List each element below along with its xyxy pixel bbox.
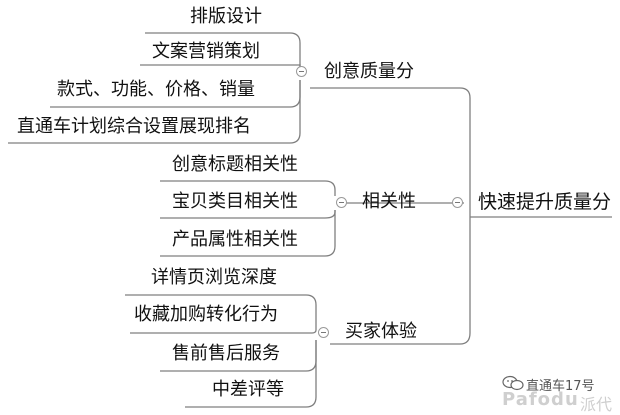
collapse-branch-1-icon[interactable] [296,66,307,77]
b1-line-1 [145,32,301,72]
leaf-favorite-conversion[interactable]: 收藏加购转化行为 [134,304,278,325]
branch-label-quality-score[interactable]: 创意质量分 [324,61,414,82]
b3-line-4 [185,340,317,408]
b1-line-2 [140,64,301,72]
collapse-root-icon[interactable] [452,197,463,208]
leaf-layout-design[interactable]: 排版设计 [190,6,262,27]
branch-label-relevance[interactable]: 相关性 [362,191,416,212]
leaf-plan-settings[interactable]: 直通车计划综合设置展现排名 [17,116,251,137]
leaf-copywriting[interactable]: 文案营销策划 [152,41,260,62]
leaf-reviews[interactable]: 中差评等 [212,379,284,400]
b1-line-5 [8,80,301,144]
root-to-branch-3 [440,217,471,345]
leaf-title-relevance[interactable]: 创意标题相关性 [172,154,298,175]
b2-line-3 [160,210,336,257]
leaf-attribute-relevance[interactable]: 产品属性相关性 [172,229,298,250]
root-node-label[interactable]: 快速提升质量分 [478,191,612,213]
watermark-logo-cn: 派代 [580,395,613,414]
branch-label-buyer-experience[interactable]: 买家体验 [345,321,417,342]
leaf-category-relevance[interactable]: 宝贝类目相关性 [172,191,298,212]
b3-line-2 [130,328,317,334]
wechat-icon [502,375,524,391]
collapse-branch-2-icon[interactable] [336,197,347,208]
leaf-style-function-price[interactable]: 款式、功能、价格、销量 [57,79,255,100]
b2-line-1 [160,180,336,196]
root-to-branch-1 [420,87,471,217]
collapse-branch-3-icon[interactable] [318,327,329,338]
watermark-logo: Pafodu [502,389,579,410]
watermark-account: 直通车17号 [526,379,595,394]
watermark: 直通车17号 Pafodu 派代 [498,373,620,414]
leaf-service[interactable]: 售前售后服务 [172,343,280,364]
leaf-detail-page-depth[interactable]: 详情页浏览深度 [151,267,277,288]
b3-line-1 [125,294,317,328]
